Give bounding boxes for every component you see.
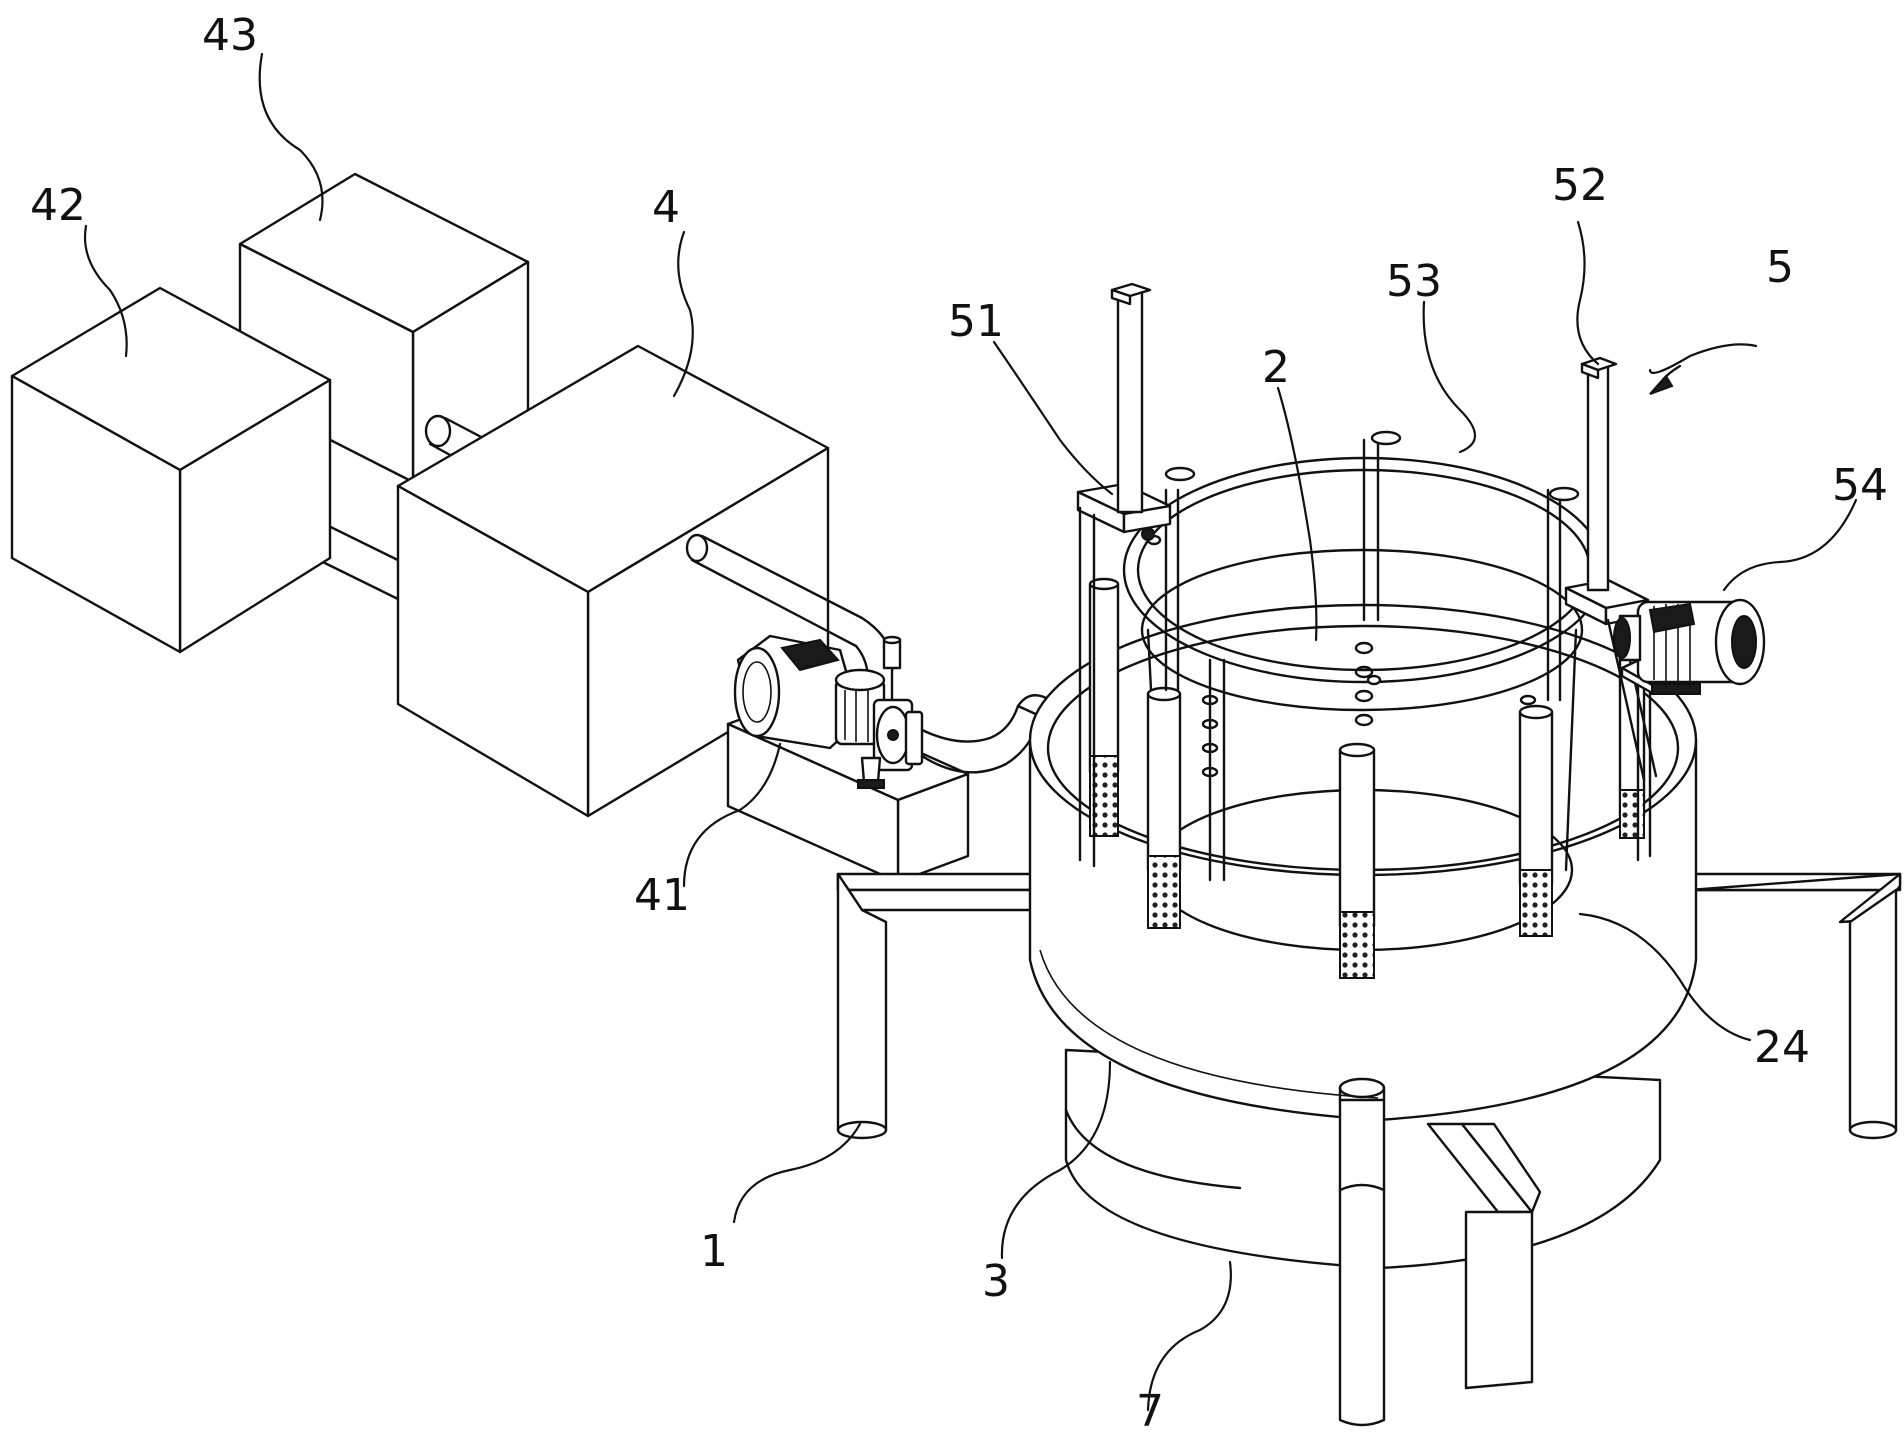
label-43: 43 [202, 10, 258, 61]
label-5: 5 [1766, 242, 1794, 293]
box-4 [396, 344, 830, 818]
box-42 [10, 286, 332, 654]
label-51: 51 [948, 296, 1004, 347]
pump-41 [733, 634, 914, 789]
label-53: 53 [1386, 256, 1442, 307]
frame-1 [836, 872, 1902, 1140]
lower-leg-post [1338, 1077, 1386, 1427]
label-54: 54 [1832, 460, 1888, 511]
motor-54 [1613, 598, 1766, 696]
discharge-chute [1426, 1122, 1542, 1390]
label-3: 3 [982, 1256, 1010, 1307]
label-42: 42 [30, 180, 86, 231]
label-2: 2 [1262, 342, 1290, 393]
label-1: 1 [700, 1226, 728, 1277]
label-52: 52 [1552, 160, 1608, 211]
leader-lines [84, 52, 1858, 1412]
label-7: 7 [1136, 1386, 1164, 1437]
lift-bracket-51 [1076, 282, 1172, 868]
label-4: 4 [652, 182, 680, 233]
label-24: 24 [1754, 1022, 1810, 1073]
label-41: 41 [634, 870, 690, 921]
reference-labels: 43 42 4 51 2 53 52 5 54 41 24 1 3 7 [30, 10, 1888, 1437]
